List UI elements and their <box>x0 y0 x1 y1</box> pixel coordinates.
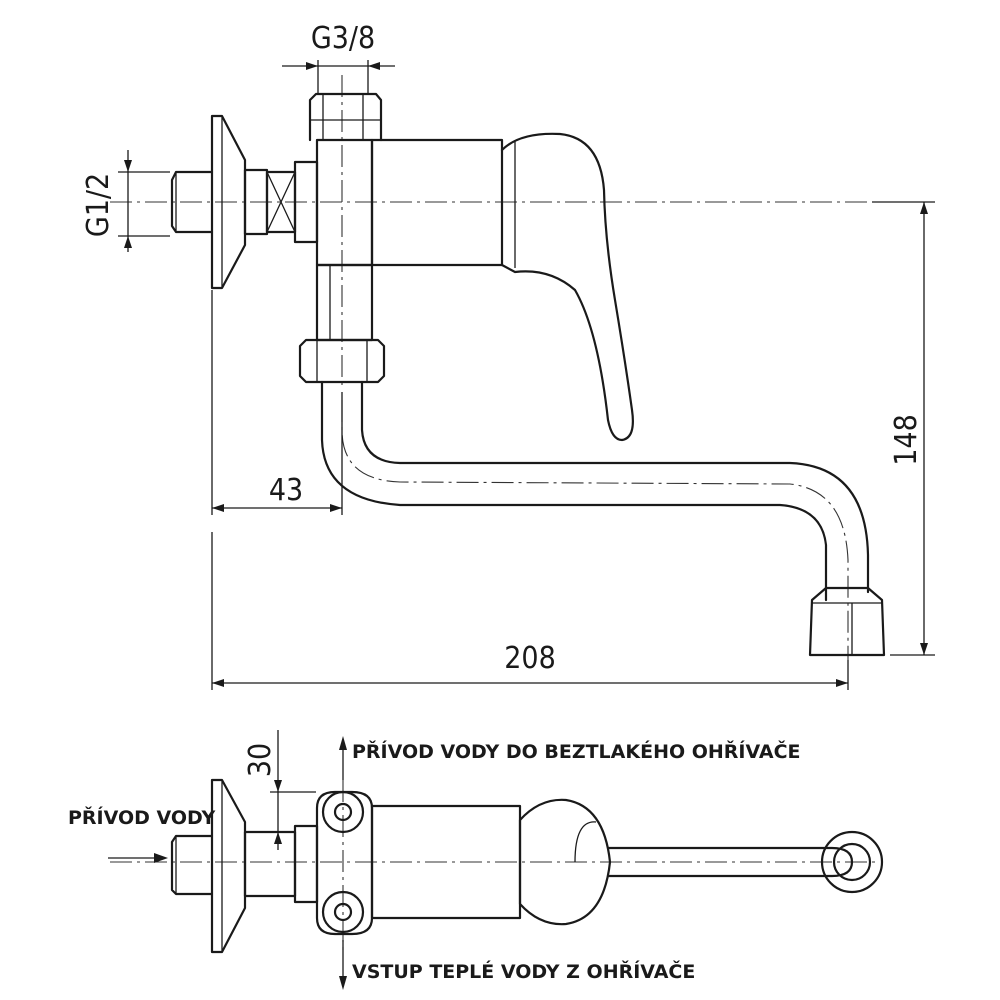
top-connector <box>308 92 383 142</box>
top-inlet-pipe <box>170 834 214 896</box>
spout-inner <box>360 380 870 594</box>
top-collar <box>293 824 319 904</box>
top-connector-upper <box>321 790 365 834</box>
top-aerator <box>820 830 884 894</box>
aerator <box>808 586 886 657</box>
top-wall-flange <box>210 778 247 954</box>
label-supply-to-heater: PŘÍVOD VODY DO BEZTLAKÉHO OHŘÍVAČE <box>352 739 801 763</box>
lever-handle <box>500 132 634 442</box>
label-water-supply: PŘÍVOD VODY <box>68 806 215 829</box>
top-view: 30 PŘÍVOD VODY DO BEZTLAKÉHO OHŘÍVAČE PŘ… <box>68 730 884 990</box>
dim-g12: G1/2 <box>81 173 116 237</box>
axis-line-spout <box>341 400 849 660</box>
dim-43: 43 <box>269 473 303 508</box>
swivel-nut <box>298 338 386 384</box>
dim-30: 30 <box>243 743 278 777</box>
dim-148: 148 <box>889 414 924 466</box>
label-hot-water-inlet: VSTUP TEPLÉ VODY Z OHŘÍVAČE <box>352 959 695 983</box>
top-stem <box>243 830 297 898</box>
spout-outer <box>320 380 828 602</box>
lower-body <box>315 263 374 342</box>
side-view: G3/8 G1/2 148 43 208 <box>81 21 935 690</box>
dim-208: 208 <box>504 641 556 676</box>
top-lever <box>518 798 612 926</box>
dim-g38: G3/8 <box>311 21 375 56</box>
top-connector-lower <box>321 890 365 934</box>
